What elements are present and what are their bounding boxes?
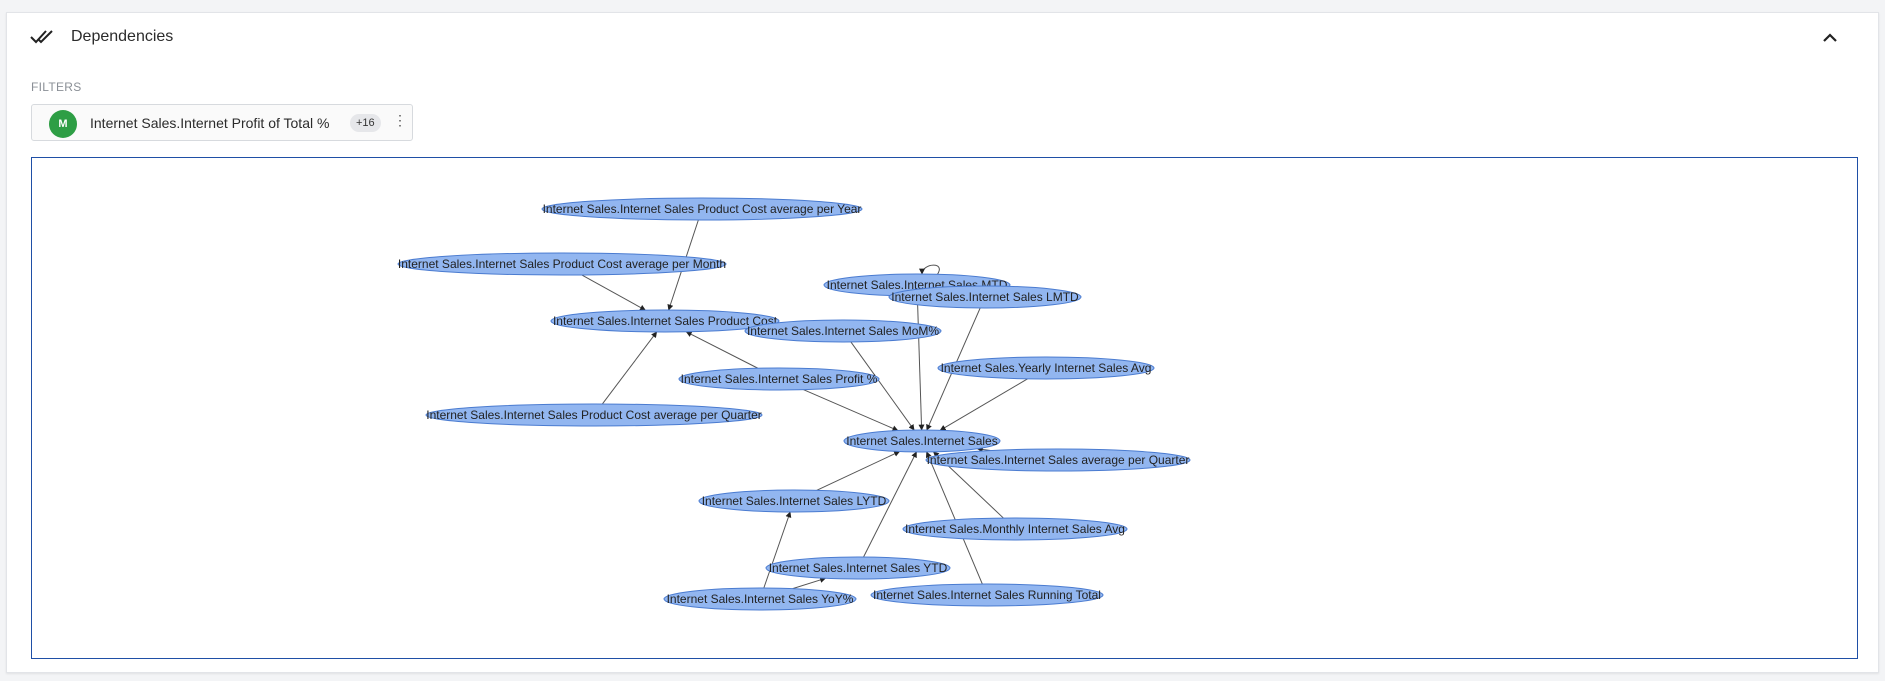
avatar: M xyxy=(49,110,77,138)
graph-node[interactable]: Internet Sales.Internet Sales average pe… xyxy=(925,448,1191,472)
dependencies-panel: Dependencies FILTERS M Internet Sales.In… xyxy=(6,12,1879,673)
filters-label: FILTERS xyxy=(31,80,82,94)
graph-node-shape[interactable] xyxy=(744,319,942,343)
graph-node-label: Internet Sales.Internet Sales Profit % xyxy=(681,372,878,386)
graph-node-shape[interactable] xyxy=(550,309,780,333)
graph-node-shape[interactable] xyxy=(397,252,727,276)
graph-node-shape[interactable] xyxy=(843,429,1001,453)
graph-node[interactable]: Internet Sales.Internet Sales Running To… xyxy=(870,583,1104,607)
graph-edge xyxy=(763,511,792,589)
graph-node-label: Internet Sales.Internet Sales LMTD xyxy=(891,290,1079,304)
chevron-up-icon[interactable] xyxy=(1820,29,1840,47)
graph-node[interactable]: Internet Sales.Internet Sales Profit % xyxy=(678,367,880,391)
graph-node[interactable]: Internet Sales.Yearly Internet Sales Avg xyxy=(937,356,1155,380)
graph-edge xyxy=(601,331,658,405)
graph-edge xyxy=(863,451,917,558)
dependency-graph[interactable]: Internet Sales.Internet Sales Product Co… xyxy=(31,157,1858,659)
graph-node-shape[interactable] xyxy=(541,197,863,221)
graph-edge xyxy=(581,274,646,311)
graph-node-shape[interactable] xyxy=(937,356,1155,380)
graph-node[interactable]: Internet Sales.Internet Sales Product Co… xyxy=(550,309,780,333)
graph-node[interactable]: Internet Sales.Internet Sales LYTD xyxy=(698,489,890,513)
graph-node-shape[interactable] xyxy=(870,583,1104,607)
panel-title: Dependencies xyxy=(71,28,174,45)
graph-node[interactable]: Internet Sales.Internet Sales YoY% xyxy=(663,587,857,611)
graph-edge xyxy=(816,451,901,491)
graph-node[interactable]: Internet Sales.Internet Sales LMTD xyxy=(888,285,1082,309)
graph-edge xyxy=(685,331,759,369)
graph-node-shape[interactable] xyxy=(425,403,763,427)
graph-node[interactable]: Internet Sales.Internet Sales Product Co… xyxy=(425,403,763,427)
graph-node-shape[interactable] xyxy=(925,448,1191,472)
graph-node[interactable]: Internet Sales.Internet Sales MoM% xyxy=(744,319,942,343)
panel-header: Dependencies xyxy=(7,13,1878,63)
graph-node-label: Internet Sales.Internet Sales MoM% xyxy=(747,324,939,338)
graph-node[interactable]: Internet Sales.Internet Sales YTD xyxy=(765,556,951,580)
graph-node[interactable]: Internet Sales.Internet Sales Product Co… xyxy=(541,197,863,221)
graph-node[interactable]: Internet Sales.Internet Sales xyxy=(843,429,1001,453)
more-vertical-icon[interactable]: ⋮ xyxy=(393,112,407,128)
graph-edge xyxy=(919,264,940,276)
double-check-icon xyxy=(30,30,53,44)
graph-edge xyxy=(850,341,915,431)
graph-node-shape[interactable] xyxy=(663,587,857,611)
graph-edge xyxy=(916,295,925,431)
graph-edge xyxy=(939,378,1028,431)
graph-node-shape[interactable] xyxy=(765,556,951,580)
graph-node-label: Internet Sales.Internet Sales Product Co… xyxy=(543,202,862,216)
graph-node-label: Internet Sales.Yearly Internet Sales Avg xyxy=(941,361,1152,375)
graph-edge xyxy=(803,389,899,432)
graph-node-shape[interactable] xyxy=(698,489,890,513)
filter-chip[interactable]: M Internet Sales.Internet Profit of Tota… xyxy=(31,104,413,141)
graph-node-label: Internet Sales.Internet Sales YTD xyxy=(769,561,948,575)
graph-node-label: Internet Sales.Internet Sales Running To… xyxy=(873,588,1101,602)
graph-node[interactable]: Internet Sales.Monthly Internet Sales Av… xyxy=(902,517,1128,541)
graph-node-label: Internet Sales.Internet Sales xyxy=(846,434,997,448)
graph-edge xyxy=(792,577,827,590)
graph-node-label: Internet Sales.Internet Sales YoY% xyxy=(667,592,854,606)
graph-node-label: Internet Sales.Internet Sales Product Co… xyxy=(553,314,778,328)
graph-node-shape[interactable] xyxy=(888,285,1082,309)
graph-node[interactable]: Internet Sales.Internet Sales Product Co… xyxy=(397,252,727,276)
dependency-graph-svg[interactable]: Internet Sales.Internet Sales Product Co… xyxy=(32,158,1858,659)
graph-node-label: Internet Sales.Monthly Internet Sales Av… xyxy=(905,522,1125,536)
graph-node-label: Internet Sales.Internet Sales Product Co… xyxy=(398,257,726,271)
graph-node-shape[interactable] xyxy=(678,367,880,391)
filter-count-badge[interactable]: +16 xyxy=(350,114,381,132)
graph-node-label: Internet Sales.Internet Sales average pe… xyxy=(927,453,1190,467)
graph-node-shape[interactable] xyxy=(902,517,1128,541)
graph-edge xyxy=(925,451,983,585)
graph-node-label: Internet Sales.Internet Sales Product Co… xyxy=(426,408,762,422)
filter-chip-label: Internet Sales.Internet Profit of Total … xyxy=(90,115,330,131)
graph-node-label: Internet Sales.Internet Sales LYTD xyxy=(702,494,887,508)
